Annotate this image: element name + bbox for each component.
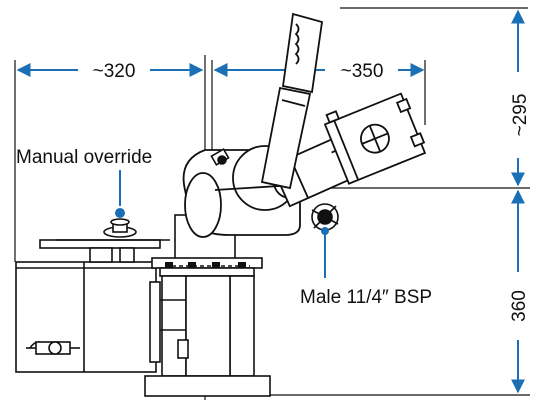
support-column xyxy=(144,214,271,397)
swivel-fittings xyxy=(210,148,230,166)
dimension-upper-height: ~295 xyxy=(510,9,531,187)
flange-bolts xyxy=(165,262,246,268)
outlet-fitting xyxy=(311,203,339,231)
manual-override-handwheel xyxy=(56,218,170,241)
dimension-left-width: ~320 xyxy=(16,61,204,82)
outlet-callout: Male 11/4″ BSP xyxy=(300,227,432,308)
manual-override-callout: Manual override xyxy=(16,147,152,218)
manual-override-label: Manual override xyxy=(16,147,152,168)
dimension-lower-height-label: 360 xyxy=(509,290,530,322)
dimension-right-width-label: ~350 xyxy=(341,61,384,82)
nozzle-head xyxy=(323,92,427,185)
gearbox-housing xyxy=(15,239,161,373)
outlet-label: Male 11/4″ BSP xyxy=(300,287,432,308)
operating-handle xyxy=(260,12,324,190)
dimension-upper-height-label: ~295 xyxy=(510,94,531,137)
dimension-left-width-label: ~320 xyxy=(93,61,136,82)
dimension-right-width: ~350 xyxy=(213,61,425,82)
dimension-lower-height: 360 xyxy=(509,189,530,394)
